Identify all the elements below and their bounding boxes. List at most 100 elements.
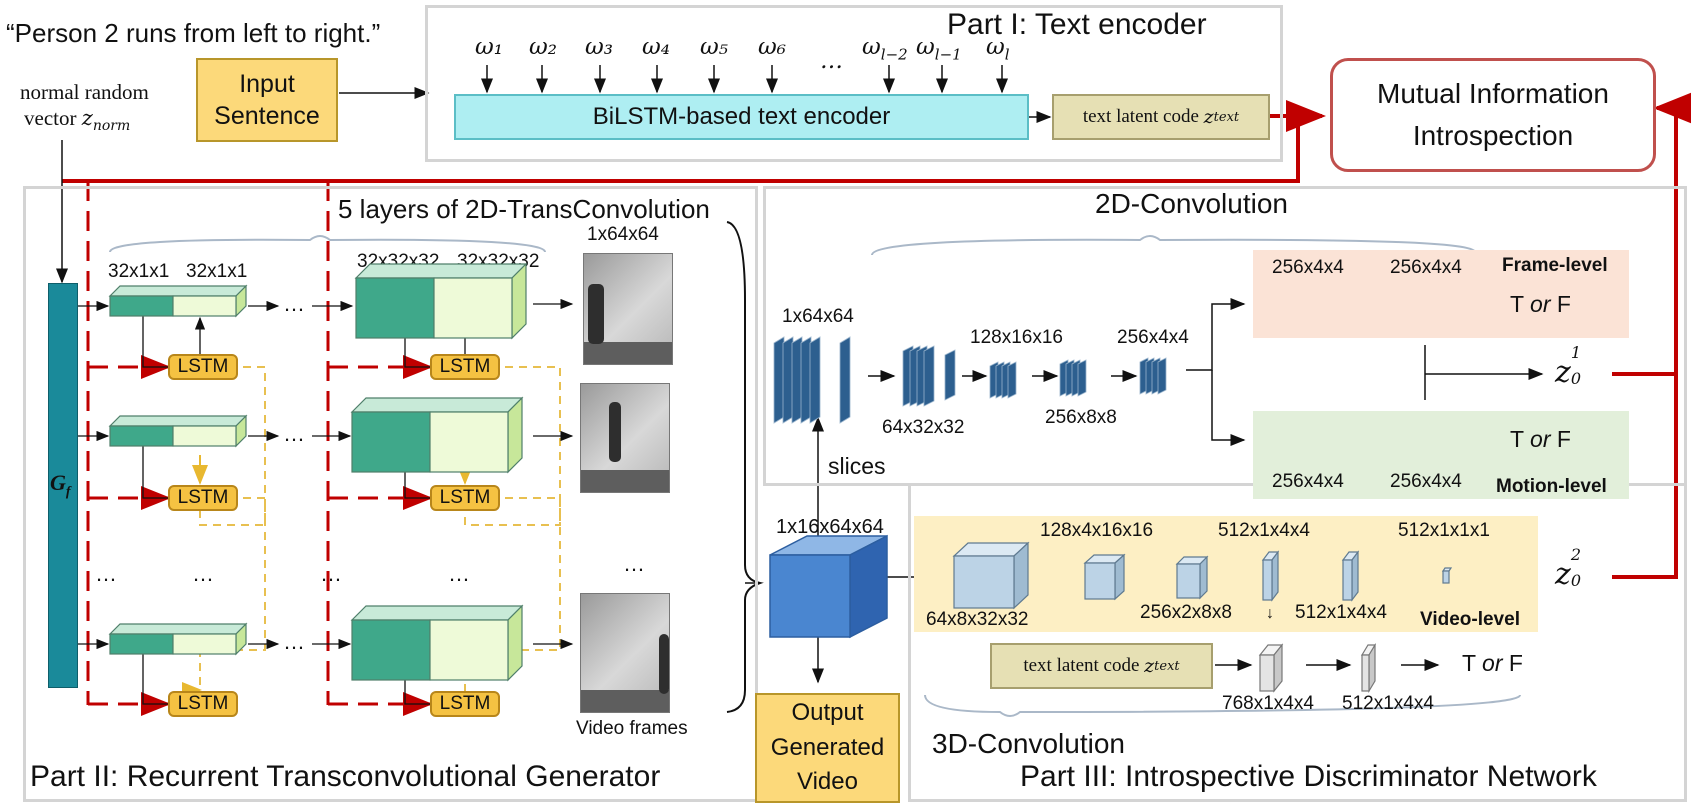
feature-map-128x16x16	[989, 361, 1017, 399]
feature-map-64x32x32-tail	[944, 349, 956, 401]
layers-label: 5 layers of 2D-TransConvolution	[338, 194, 710, 224]
mutual-line2: Introspection	[1412, 120, 1574, 151]
video-level-label: Video-level	[1420, 609, 1520, 630]
dims-small-2: 32x1x1	[186, 261, 248, 282]
video-frame-image	[583, 253, 673, 365]
dims-1x64x64: 1x64x64	[782, 306, 854, 327]
word-token: ω₂	[529, 34, 557, 60]
word-token: ωl−1	[916, 34, 962, 64]
ellipsis: …	[448, 561, 470, 586]
frame-dims: 1x64x64	[587, 224, 659, 245]
mutual-line1: Mutual Information	[1377, 78, 1609, 109]
feature-map-1x64x64	[773, 336, 821, 424]
tdims-768x1x4x4: 768x1x4x4	[1222, 693, 1314, 714]
vdims-128x4x16x16: 128x4x16x16	[1040, 520, 1154, 541]
motion-tf-output: T or F	[1510, 426, 1571, 452]
noise-label-line1: normal random	[20, 80, 149, 104]
input-quote: “Person 2 runs from left to right.”	[6, 18, 381, 48]
slices-label: slices	[828, 453, 886, 479]
dims-128x16x16: 128x16x16	[970, 327, 1063, 348]
lstm-unit: LSTM	[168, 691, 238, 717]
part3-panel-top	[763, 186, 1687, 486]
word-token: ωl	[986, 34, 1010, 64]
large-block	[354, 262, 528, 340]
motion-dims-b: 256x4x4	[1390, 471, 1462, 492]
part3-panel-bottom	[908, 486, 1687, 802]
lstm-unit: LSTM	[168, 354, 238, 380]
video-frame-image	[580, 593, 670, 713]
large-block	[350, 396, 524, 474]
frame-level-label: Frame-level	[1502, 255, 1608, 276]
small-block	[108, 414, 248, 448]
word-token: ω₆	[758, 34, 786, 60]
ellipsis: …	[283, 291, 305, 316]
output-dims: 1x16x64x64	[776, 516, 884, 538]
conv2d-label: 2D-Convolution	[1095, 188, 1288, 219]
ellipsis: …	[320, 561, 342, 586]
frame-dims-b: 256x4x4	[1390, 257, 1462, 278]
part1-title: Part I: Text encoder	[947, 8, 1207, 41]
word-token: ω₃	[585, 34, 613, 60]
part1-panel	[425, 5, 1283, 162]
word-token: …	[820, 48, 843, 74]
word-token: ω₄	[642, 34, 670, 60]
word-token: ωl−2	[862, 34, 908, 64]
input-sentence-line2: Sentence	[214, 102, 320, 130]
part2-panel	[23, 186, 758, 802]
lstm-unit: LSTM	[430, 691, 500, 717]
frame-dims-a: 256x4x4	[1272, 257, 1344, 278]
video-frame-image	[580, 383, 670, 493]
word-token: ω₁	[475, 34, 503, 60]
ellipsis: …	[192, 561, 214, 586]
dims-small-1: 32x1x1	[108, 261, 170, 282]
vdims-512x1x4x4-a: 512x1x4x4	[1218, 520, 1310, 541]
lstm-unit: LSTM	[430, 485, 500, 511]
feature-map-64x32x32	[902, 345, 935, 407]
feature-map-1x64x64-tail	[839, 336, 851, 424]
ellipsis: …	[95, 561, 117, 586]
part2-title: Part II: Recurrent Transconvolutional Ge…	[30, 760, 661, 793]
lstm-unit: LSTM	[168, 485, 238, 511]
gf-bar	[48, 283, 78, 688]
conv3d-label: 3D-Convolution	[932, 728, 1125, 759]
input-sentence-line1: Input	[239, 69, 295, 98]
down-arrow-glyph: ↓	[1266, 605, 1274, 622]
feature-map-256x8x8	[1059, 359, 1087, 397]
vdims-64x8x32x32: 64x8x32x32	[926, 609, 1029, 630]
bilstm-encoder: BiLSTM-based text encoder	[454, 94, 1029, 140]
video-frames-label: Video frames	[576, 718, 688, 739]
ellipsis: …	[283, 629, 305, 654]
vdims-512x1x4x4-b: 512x1x4x4	[1295, 602, 1387, 623]
large-block	[350, 604, 524, 682]
ellipsis: …	[623, 551, 645, 576]
part3-title: Part III: Introspective Discriminator Ne…	[1020, 760, 1597, 793]
vdims-256x2x8x8: 256x2x8x8	[1140, 602, 1232, 623]
tdims-512x1x4x4: 512x1x4x4	[1342, 693, 1434, 714]
dims-64x32x32: 64x32x32	[882, 417, 965, 438]
small-block	[108, 284, 248, 318]
gf-label: Gf	[50, 470, 71, 500]
dims-256x4x4: 256x4x4	[1117, 327, 1189, 348]
motion-level-label: Motion-level	[1496, 476, 1607, 497]
frame-tf-output: T or F	[1510, 291, 1571, 317]
motion-level-panel	[1253, 411, 1629, 499]
noise-label-line2: vector znorm	[24, 106, 131, 135]
ellipsis: …	[283, 421, 305, 446]
small-block	[108, 622, 248, 656]
lstm-unit: LSTM	[430, 354, 500, 380]
frame-level-panel	[1253, 250, 1629, 338]
feature-map-256x4x4	[1139, 357, 1167, 395]
text-tf-output: T or F	[1462, 650, 1523, 676]
vdims-512x1x1x1: 512x1x1x1	[1398, 520, 1490, 541]
word-token: ω₅	[700, 34, 728, 60]
